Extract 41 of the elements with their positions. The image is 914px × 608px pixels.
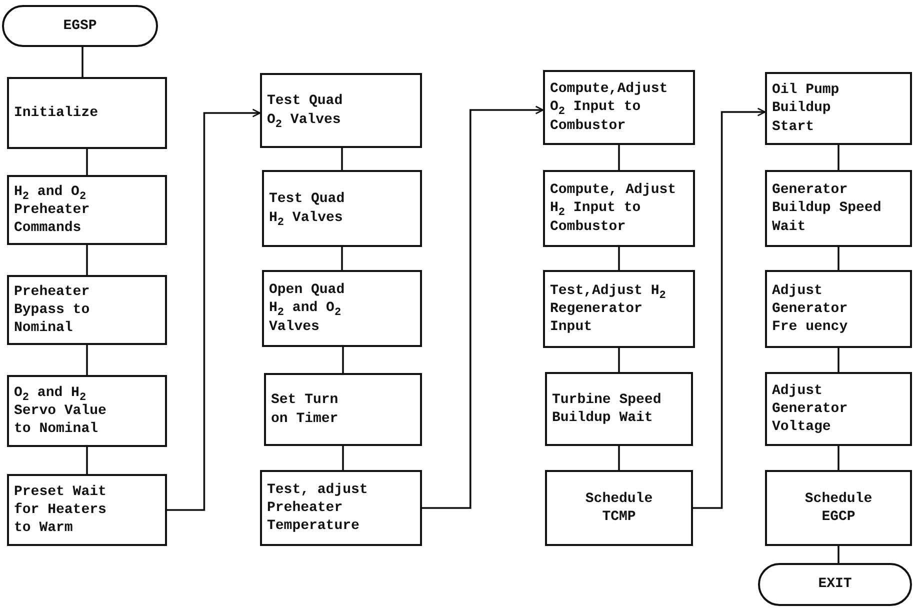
connector-line — [342, 446, 344, 470]
process-box: Preheater Bypass to Nominal — [7, 275, 167, 345]
process-box: Open Quad H$_{2}$ and O$_{2}$ Valves — [262, 270, 422, 347]
process-box: Adjust Generator Voltage — [765, 372, 912, 446]
process-box: Schedule EGCP — [765, 470, 912, 546]
connector-line — [618, 446, 620, 470]
arrow — [693, 108, 766, 509]
connector-line — [86, 447, 88, 474]
process-box: Adjust Generator Fre uency — [765, 270, 912, 348]
process-box: Turbine Speed Buildup Wait — [545, 372, 693, 446]
arrow — [422, 106, 544, 509]
process-box: Compute,Adjust O$_{2}$ Input to Combustor — [543, 70, 695, 145]
connector-line — [341, 148, 343, 170]
process-box: Oil Pump Buildup Start — [765, 72, 912, 145]
connector-line — [618, 145, 620, 170]
process-box: Set Turn on Timer — [264, 373, 422, 446]
process-box: Test, adjust Preheater Temperature — [260, 470, 422, 546]
connector-line — [341, 247, 343, 270]
connector-line — [86, 245, 88, 275]
process-box: Compute, Adjust H$_{2}$ Input to Combustor — [543, 170, 695, 247]
process-box: Generator Buildup Speed Wait — [765, 170, 912, 247]
connector-line — [342, 347, 344, 373]
process-box: Schedule TCMP — [545, 470, 693, 546]
process-box: Test Quad O$_{2}$ Valves — [260, 73, 422, 148]
connector-line — [838, 247, 840, 270]
process-box: Preset Wait for Heaters to Warm — [7, 474, 167, 546]
connector-line — [838, 348, 840, 372]
process-box: H$_{2}$ and O$_{2}$ Preheater Commands — [7, 175, 167, 245]
connector-line — [86, 149, 88, 175]
connector-line — [838, 145, 840, 170]
connector-line — [618, 348, 620, 372]
connector-line — [838, 446, 840, 470]
connector-line — [838, 546, 840, 563]
process-box: Test Quad H$_{2}$ Valves — [262, 170, 422, 247]
connector-line — [86, 345, 88, 375]
process-box: O$_{2}$ and H$_{2}$ Servo Value to Nominal — [7, 375, 167, 447]
arrow — [167, 108, 261, 511]
connector-line — [82, 47, 84, 77]
process-box: Test,Adjust H$_{2}$ Regenerator Input — [543, 270, 695, 348]
process-box: Initialize — [7, 77, 167, 149]
connector-line — [618, 247, 620, 270]
